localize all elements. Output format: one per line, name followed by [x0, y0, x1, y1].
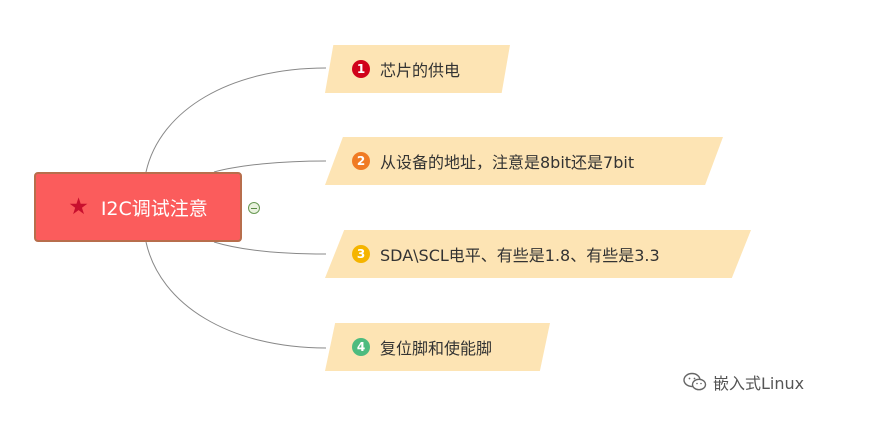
priority-2-icon: 2	[352, 152, 370, 170]
central-topic-label: I2C调试注意	[100, 197, 208, 220]
watermark-label: 嵌入式Linux	[713, 374, 805, 393]
connector-branch-4	[145, 241, 327, 349]
branch-topic-3[interactable]: 3 SDA\SCL电平、有些是1.8、有些是3.3	[325, 230, 751, 278]
star-icon: ★	[68, 193, 89, 220]
wechat-icon	[683, 372, 707, 391]
connector-branch-1	[145, 67, 327, 173]
branch-topic-label: 芯片的供电	[380, 61, 461, 80]
connector-branch-3	[213, 241, 327, 255]
central-topic[interactable]: ★ I2C调试注意	[34, 172, 242, 242]
connector-branch-2	[213, 160, 327, 173]
branch-topic-2[interactable]: 2 从设备的地址，注意是8bit还是7bit	[325, 137, 723, 185]
branch-topic-label: SDA\SCL电平、有些是1.8、有些是3.3	[380, 246, 660, 265]
branch-topic-4[interactable]: 4 复位脚和使能脚	[325, 323, 550, 371]
watermark: 嵌入式Linux	[683, 370, 804, 394]
collapse-toggle-icon[interactable]	[248, 202, 260, 214]
priority-3-icon: 3	[352, 245, 370, 263]
priority-1-icon: 1	[352, 60, 370, 78]
priority-4-icon: 4	[352, 338, 370, 356]
branch-topic-label: 从设备的地址，注意是8bit还是7bit	[380, 153, 635, 172]
branch-topic-label: 复位脚和使能脚	[380, 339, 493, 358]
branch-topic-1[interactable]: 1 芯片的供电	[325, 45, 510, 93]
